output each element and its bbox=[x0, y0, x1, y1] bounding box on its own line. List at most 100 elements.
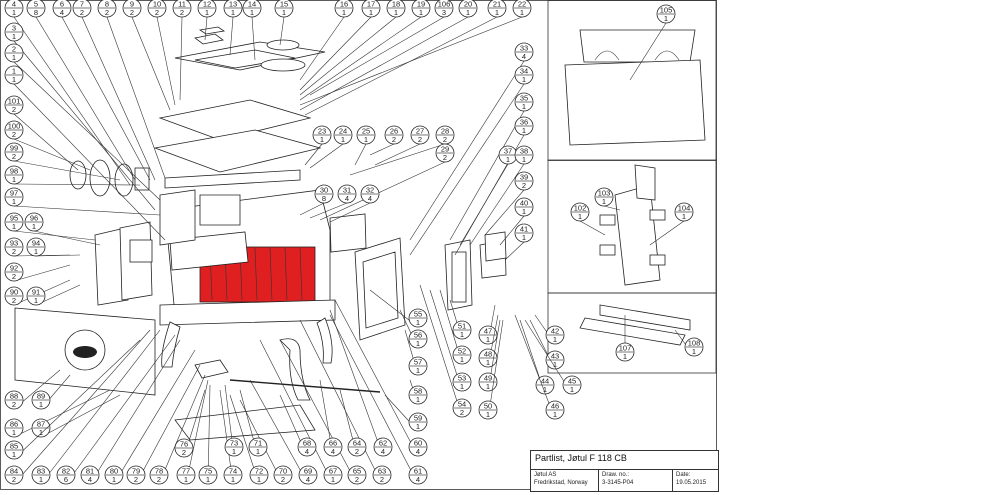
callout-9: 92 bbox=[122, 0, 171, 111]
callout-84: 842 bbox=[4, 329, 151, 485]
callout-7: 72 bbox=[72, 0, 156, 181]
leader-line bbox=[33, 230, 101, 246]
callout-circle bbox=[242, 0, 262, 18]
part-number: 15 bbox=[280, 0, 288, 9]
callout-99: 992 bbox=[4, 142, 121, 181]
part-number: 57 bbox=[414, 358, 422, 367]
leader-line bbox=[13, 40, 156, 211]
part-quantity: 2 bbox=[12, 296, 16, 305]
leader-line bbox=[279, 16, 285, 46]
part-number: 51 bbox=[458, 322, 466, 331]
callout-12: 121 bbox=[197, 0, 217, 41]
callout-95: 951 bbox=[4, 212, 96, 241]
part-quantity: 2 bbox=[105, 8, 109, 17]
grille-door bbox=[444, 231, 507, 311]
part-number: 97 bbox=[10, 189, 18, 198]
part-quantity: 1 bbox=[419, 8, 423, 17]
callout-98: 981 bbox=[4, 165, 141, 186]
part-quantity: 1 bbox=[34, 247, 38, 256]
leader-line bbox=[299, 16, 345, 81]
callout-42: 421 bbox=[534, 314, 565, 345]
part-number: 53 bbox=[458, 374, 466, 383]
part-quantity: 1 bbox=[364, 135, 368, 144]
inset-panel-top bbox=[547, 0, 717, 161]
part-quantity: 4 bbox=[331, 447, 335, 456]
leader-line bbox=[369, 143, 395, 156]
part-quantity: 1 bbox=[495, 8, 499, 17]
callout-90: 902 bbox=[4, 279, 71, 306]
title-block-date-cell: Date: 19.05.2015 bbox=[673, 470, 718, 492]
leader-line bbox=[204, 16, 208, 41]
leader-line bbox=[499, 215, 525, 246]
part-number: 69 bbox=[304, 467, 312, 476]
callout-24: 241 bbox=[309, 125, 353, 169]
part-number: 2 bbox=[12, 45, 16, 54]
part-number: 36 bbox=[520, 118, 528, 127]
part-number: 66 bbox=[329, 439, 337, 448]
callout-40: 401 bbox=[499, 197, 534, 246]
callout-45: 451 bbox=[524, 319, 582, 395]
callout-75: 751 bbox=[198, 384, 218, 485]
leader-line bbox=[13, 183, 141, 186]
part-quantity: 2 bbox=[443, 135, 447, 144]
front-door bbox=[329, 213, 406, 341]
part-quantity: 1 bbox=[12, 428, 16, 437]
leader-line bbox=[13, 264, 71, 282]
leader-line bbox=[579, 220, 606, 236]
part-quantity: 1 bbox=[416, 395, 420, 404]
part-number: 80 bbox=[110, 467, 118, 476]
part-number: 48 bbox=[484, 350, 492, 359]
leader-line bbox=[354, 143, 367, 166]
part-number: 72 bbox=[255, 467, 263, 476]
callout-27: 272 bbox=[374, 125, 430, 166]
part-quantity: 1 bbox=[32, 222, 36, 231]
part-quantity: 6 bbox=[64, 475, 68, 484]
callout-17: 171 bbox=[299, 0, 381, 91]
callout-25: 251 bbox=[354, 125, 376, 166]
part-quantity: 1 bbox=[12, 222, 16, 231]
part-number: 93 bbox=[10, 239, 18, 248]
part-quantity: 1 bbox=[664, 14, 668, 23]
part-number: 40 bbox=[520, 199, 528, 208]
callout-circle bbox=[72, 0, 92, 18]
part-number: 75 bbox=[204, 467, 212, 476]
callout-circle bbox=[458, 0, 478, 18]
part-quantity: 4 bbox=[345, 194, 349, 203]
part-number: 101 bbox=[8, 97, 21, 106]
part-number: 26 bbox=[390, 127, 398, 136]
callout-30: 308 bbox=[299, 184, 334, 216]
bottom-heat-shield bbox=[14, 307, 156, 396]
part-quantity: 1 bbox=[257, 475, 261, 484]
part-number: 43 bbox=[551, 352, 559, 361]
leader-line bbox=[484, 189, 525, 236]
part-quantity: 2 bbox=[130, 8, 134, 17]
part-number: 6 bbox=[60, 0, 64, 9]
leader-line bbox=[81, 16, 156, 181]
part-number: 81 bbox=[86, 467, 94, 476]
part-quantity: 2 bbox=[157, 475, 161, 484]
part-quantity: 2 bbox=[134, 475, 138, 484]
part-number: 47 bbox=[484, 327, 492, 336]
title-block-company-cell: Jøtul AS Fredrikstad, Norway bbox=[531, 470, 599, 492]
part-number: 63 bbox=[378, 467, 386, 476]
part-number: 55 bbox=[414, 310, 422, 319]
part-number: 106 bbox=[438, 0, 451, 9]
part-number: 90 bbox=[10, 288, 18, 297]
part-number: 78 bbox=[155, 467, 163, 476]
callout-16: 161 bbox=[299, 0, 354, 81]
drawing-number-label: Draw. no.: bbox=[602, 472, 630, 478]
grate-rod bbox=[229, 379, 381, 393]
callout-29: 292 bbox=[319, 143, 455, 221]
part-number: 67 bbox=[329, 467, 337, 476]
part-number: 88 bbox=[10, 392, 18, 401]
part-number: 105 bbox=[660, 6, 673, 15]
callout-57: 571 bbox=[404, 329, 428, 376]
part-number: 96 bbox=[30, 214, 38, 223]
callout-circle bbox=[197, 0, 217, 18]
leader-line bbox=[299, 319, 383, 485]
part-quantity: 1 bbox=[522, 102, 526, 111]
part-quantity: 1 bbox=[692, 347, 696, 356]
